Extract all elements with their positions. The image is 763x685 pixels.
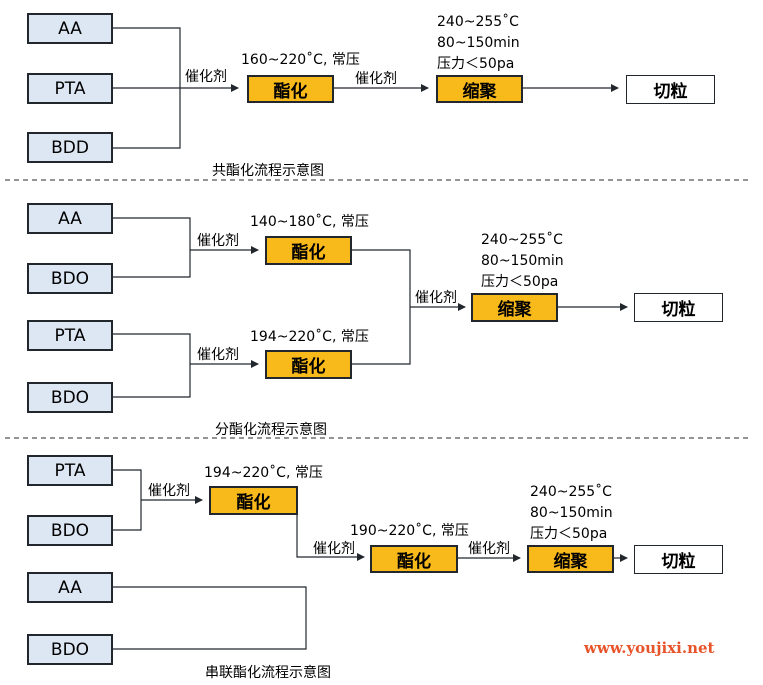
polycondensation-pressure: 压力＜50pa bbox=[437, 56, 515, 72]
catalyst-label: 催化剂 bbox=[313, 541, 355, 557]
polycondensation-box: 缩聚 bbox=[471, 293, 558, 322]
polycondensation-temp: 240~255˚C bbox=[530, 484, 612, 500]
input-bdd-box: BDD bbox=[27, 132, 113, 163]
catalyst-label: 催化剂 bbox=[415, 290, 457, 306]
esterification-condition: 160~220˚C, 常压 bbox=[241, 52, 360, 68]
esterification-box: 酯化 bbox=[209, 486, 298, 515]
polycondensation-temp: 240~255˚C bbox=[437, 14, 519, 30]
polycondensation-box: 缩聚 bbox=[436, 75, 523, 103]
catalyst-label: 催化剂 bbox=[185, 69, 227, 85]
esterification-condition: 194~220˚C, 常压 bbox=[250, 329, 369, 345]
polycondensation-time: 80~150min bbox=[530, 505, 613, 521]
esterification-condition: 190~220˚C, 常压 bbox=[350, 523, 469, 539]
input-aa-box: AA bbox=[27, 13, 113, 44]
esterification-condition: 194~220˚C, 常压 bbox=[204, 465, 323, 481]
esterification-box: 酯化 bbox=[265, 350, 352, 379]
input-bdo-box: BDO bbox=[27, 382, 113, 413]
input-bdo-box: BDO bbox=[27, 634, 113, 665]
polycondensation-pressure: 压力＜50pa bbox=[530, 526, 608, 542]
catalyst-label: 催化剂 bbox=[197, 347, 239, 363]
esterification-box: 酯化 bbox=[370, 545, 458, 573]
input-pta-box: PTA bbox=[27, 320, 113, 351]
input-aa-box: AA bbox=[27, 203, 113, 234]
esterification-box: 酯化 bbox=[265, 236, 352, 265]
catalyst-label: 催化剂 bbox=[148, 483, 190, 499]
polycondensation-pressure: 压力＜50pa bbox=[481, 274, 559, 290]
input-bdo-box: BDO bbox=[27, 515, 113, 546]
catalyst-label: 催化剂 bbox=[355, 71, 397, 87]
input-pta-box: PTA bbox=[27, 73, 113, 104]
watermark: www.youjixi.net bbox=[584, 639, 715, 657]
input-aa-box: AA bbox=[27, 572, 113, 603]
diagram-caption: 共酯化流程示意图 bbox=[212, 163, 324, 179]
input-pta-box: PTA bbox=[27, 455, 113, 486]
input-bdo-box: BDO bbox=[27, 263, 113, 294]
polycondensation-box: 缩聚 bbox=[527, 545, 614, 573]
esterification-box: 酯化 bbox=[247, 75, 334, 103]
pelletizing-box: 切粒 bbox=[626, 75, 715, 104]
polycondensation-time: 80~150min bbox=[481, 253, 564, 269]
esterification-condition: 140~180˚C, 常压 bbox=[250, 214, 369, 230]
diagram-caption: 分酯化流程示意图 bbox=[215, 422, 327, 438]
polycondensation-temp: 240~255˚C bbox=[481, 232, 563, 248]
pelletizing-box: 切粒 bbox=[634, 293, 723, 322]
catalyst-label: 催化剂 bbox=[197, 233, 239, 249]
pelletizing-box: 切粒 bbox=[634, 545, 723, 574]
diagram-caption: 串联酯化流程示意图 bbox=[205, 665, 331, 681]
catalyst-label: 催化剂 bbox=[468, 541, 510, 557]
polycondensation-time: 80~150min bbox=[437, 35, 520, 51]
